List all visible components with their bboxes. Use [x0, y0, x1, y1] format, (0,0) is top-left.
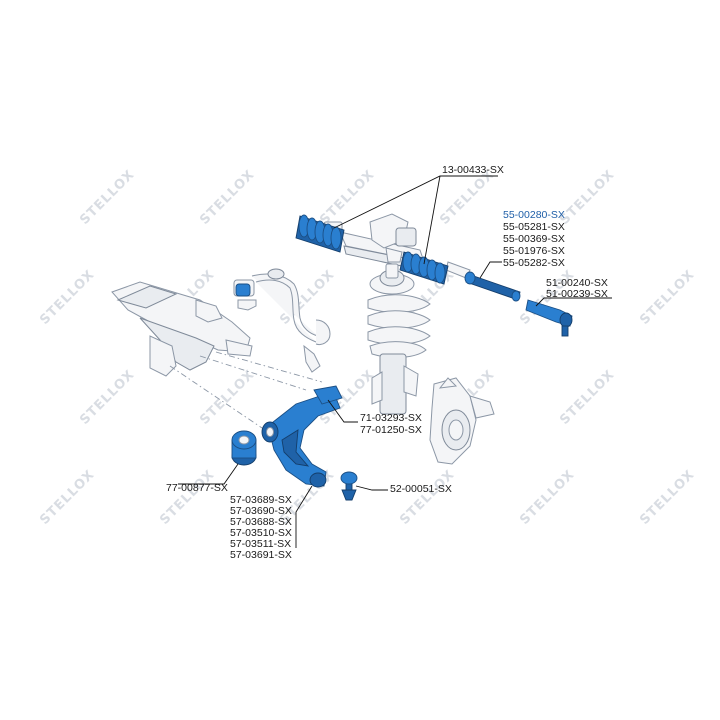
part-code-highlighted: 55-00280-SX [503, 209, 565, 221]
stabilizer-bar-illustration [251, 268, 331, 373]
part-code: 55-05282-SX [503, 257, 565, 269]
control-arm-illustration [261, 385, 343, 488]
strut-assembly-illustration [367, 263, 431, 415]
rack-boot-right-illustration [399, 251, 449, 285]
part-code: 55-05281-SX [503, 221, 565, 233]
callout-tie-rod-end[interactable]: 51-00240-SX 51-00239-SX [546, 277, 608, 300]
tie-rod-illustration [464, 271, 521, 302]
watermark-logo: STELLOX [157, 467, 218, 528]
rack-boot-left-illustration [295, 214, 345, 253]
watermark-logo: STELLOX [397, 467, 458, 528]
watermark-layer: STELLOX STELLOX STELLOX STELLOX STELLOX STELL… [37, 167, 698, 528]
watermark-logo: STELLOX [557, 367, 618, 428]
tie-rod-end-illustration [525, 299, 573, 337]
part-code: 77-00877-SX [166, 482, 228, 494]
callout-arm-bushing-front[interactable]: 77-00877-SX [166, 482, 228, 494]
stabilizer-bushing-illustration [233, 279, 257, 311]
part-code: 52-00051-SX [390, 483, 452, 495]
steering-knuckle-illustration [429, 377, 495, 465]
part-code: 57-03690-SX [230, 505, 292, 517]
callout-arm-bushing-rear[interactable]: 71-03293-SX 77-01250-SX [360, 412, 422, 436]
watermark-logo: STELLOX [557, 167, 618, 228]
watermark-logo: STELLOX [77, 367, 138, 428]
part-code: 57-03691-SX [230, 549, 292, 561]
part-code: 57-03688-SX [230, 516, 292, 528]
part-code: 57-03689-SX [230, 494, 292, 506]
watermark-logo: STELLOX [37, 267, 98, 328]
part-code: 57-03511-SX [230, 538, 291, 550]
watermark-logo: STELLOX [197, 167, 258, 228]
arm-bushing-front-illustration [231, 430, 257, 466]
subframe-illustration [111, 281, 323, 433]
part-code: 55-00369-SX [503, 233, 565, 245]
part-code: 55-01976-SX [503, 245, 565, 257]
callout-tie-rod[interactable]: 55-00280-SX 55-05281-SX 55-00369-SX 55-0… [503, 209, 565, 269]
watermark-logo: STELLOX [517, 467, 578, 528]
callout-ball-joint[interactable]: 52-00051-SX [390, 483, 452, 495]
watermark-logo: STELLOX [37, 467, 98, 528]
callout-steering-rack[interactable]: 13-00433-SX [442, 164, 504, 176]
watermark-logo: STELLOX [637, 267, 698, 328]
part-code: 77-01250-SX [360, 424, 422, 436]
callout-control-arm[interactable]: 57-03689-SX 57-03690-SX 57-03688-SX 57-0… [230, 494, 292, 561]
watermark-logo: STELLOX [637, 467, 698, 528]
part-code: 57-03510-SX [230, 527, 292, 539]
leader-lines [178, 175, 612, 548]
part-code: 51-00240-SX [546, 277, 608, 289]
part-code: 71-03293-SX [360, 412, 422, 424]
part-code: 13-00433-SX [442, 164, 504, 176]
ball-joint-illustration [340, 471, 358, 501]
watermark-logo: STELLOX [317, 167, 378, 228]
part-code: 51-00239-SX [546, 288, 608, 300]
watermark-logo: STELLOX [77, 167, 138, 228]
